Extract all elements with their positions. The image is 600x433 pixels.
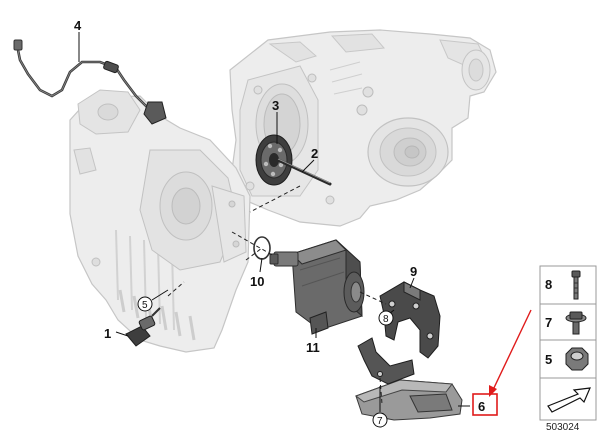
callout-10: 10 — [250, 274, 264, 289]
part-2-shaft — [276, 158, 332, 186]
callout-4: 4 — [74, 18, 82, 33]
callout-5: 5 — [142, 300, 148, 311]
callout-8: 8 — [383, 314, 389, 325]
callout-3: 3 — [272, 98, 279, 113]
part-3-gear-wheel — [255, 134, 293, 186]
legend-nut-icon — [565, 347, 589, 371]
differential-housing — [229, 29, 497, 227]
callout-7-circle — [372, 412, 388, 428]
callout-5-circle — [137, 296, 153, 312]
callouts: 4 3 2 1 10 11 9 5 8 7 6 — [74, 18, 498, 428]
callout-2: 2 — [311, 146, 318, 161]
red-annotation-arrow — [489, 309, 532, 397]
callout-11: 11 — [306, 340, 320, 355]
callout-6-highlight-box — [472, 393, 498, 416]
part-9-bracket — [379, 281, 441, 359]
callout-9: 9 — [410, 264, 417, 279]
part-4-cable — [13, 39, 167, 125]
part-6-cover — [354, 379, 463, 421]
document-number: 503024 — [546, 422, 580, 433]
lower-bracket — [357, 337, 415, 385]
legend-arrow-symbol-icon — [547, 387, 591, 413]
callout-7: 7 — [377, 416, 383, 427]
transfer-case — [69, 89, 251, 353]
callout-8-circle — [378, 310, 394, 326]
part-10-o-ring — [253, 236, 271, 260]
part-1-sensor — [125, 307, 161, 347]
legend-label-7: 7 — [545, 315, 552, 330]
callout-6: 6 — [478, 399, 485, 414]
assembly-lines — [167, 185, 387, 405]
part-11-actuator-motor — [269, 239, 365, 335]
legend-screw-icon — [565, 311, 587, 335]
legend-panel: 8 7 5 — [539, 265, 597, 421]
callout-1: 1 — [104, 326, 111, 341]
legend-label-8: 8 — [545, 277, 552, 292]
legend-label-5: 5 — [545, 352, 552, 367]
legend-bolt-icon — [571, 270, 581, 300]
